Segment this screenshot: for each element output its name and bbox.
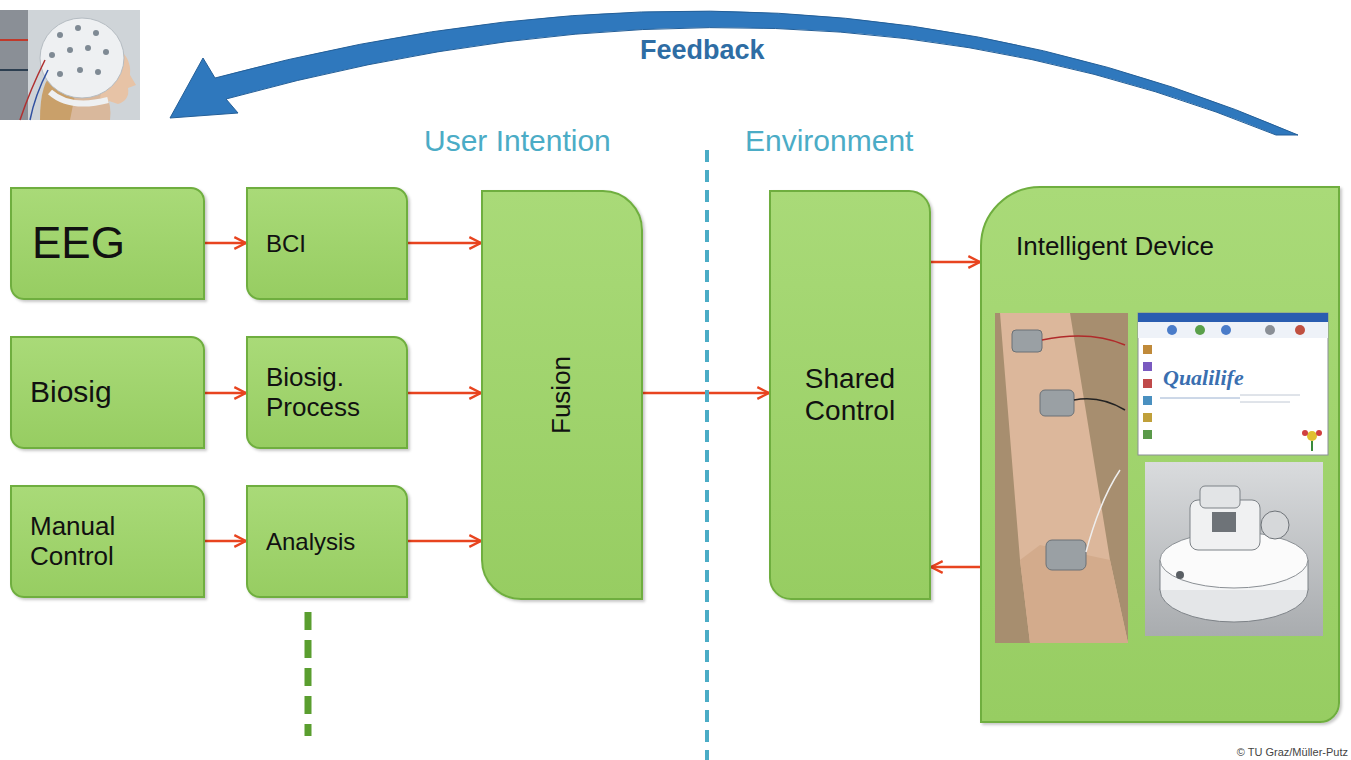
divider-line <box>705 150 709 760</box>
arm <box>1000 313 1128 643</box>
robot-module <box>1200 486 1240 508</box>
feedback-label: Feedback <box>640 35 765 66</box>
user-photo <box>0 10 140 120</box>
side-icons <box>1143 345 1152 439</box>
region-label: Environment <box>745 124 913 159</box>
continuation-dashes <box>305 612 312 736</box>
input-box: Biosig <box>10 336 205 449</box>
input-box: EEG <box>10 187 205 300</box>
feedback-arrow <box>170 11 1298 135</box>
arrow-connector <box>205 540 246 543</box>
wire <box>1074 399 1125 410</box>
arrow-connector <box>931 566 980 569</box>
robot-wheel <box>1261 511 1289 539</box>
arrow-connector <box>408 540 481 543</box>
robot-light <box>1176 571 1184 579</box>
arm-photo <box>995 313 1128 643</box>
copyright-note: © TU Graz/Müller-Putz <box>1237 746 1348 759</box>
input-box: Manual Control <box>10 485 205 598</box>
photo-background <box>995 313 1128 643</box>
software-screenshot <box>1138 313 1328 455</box>
logo-text: Qualilife <box>1163 365 1244 390</box>
arrow-connector <box>931 261 980 264</box>
process-box: Analysis <box>246 485 408 598</box>
wire <box>30 70 48 120</box>
control-box: Shared Control <box>769 190 931 600</box>
wire <box>1042 336 1125 345</box>
text-line <box>1240 402 1290 403</box>
arrow-connector <box>205 392 246 395</box>
fusion-box: Fusion <box>481 190 643 600</box>
process-box: Biosig. Process <box>246 336 408 449</box>
box-label: Analysis <box>266 528 355 556</box>
box-label: Biosig <box>30 375 112 410</box>
robot-photo <box>1145 462 1323 636</box>
photo-background <box>1145 462 1323 636</box>
electrode <box>1012 330 1042 352</box>
arrow-connector <box>408 242 481 245</box>
window <box>1138 313 1328 455</box>
photo-background <box>0 10 140 120</box>
title-bar <box>1138 313 1328 322</box>
arrow-connector <box>205 242 246 245</box>
box-label: Shared Control <box>805 363 895 427</box>
electrode <box>1046 540 1086 570</box>
cap-strap <box>50 92 108 104</box>
box-label: Fusion <box>547 356 577 434</box>
robot-sensor <box>1212 512 1236 532</box>
photo-shelf <box>0 10 28 120</box>
box-label: EEG <box>32 218 125 269</box>
box-label: Biosig. Process <box>266 363 360 423</box>
process-box: BCI <box>246 187 408 300</box>
electrodes <box>49 25 109 77</box>
photo-detail <box>0 39 28 41</box>
toolbar-icons <box>1167 325 1305 335</box>
electrode <box>1040 390 1074 416</box>
logo-line <box>1160 398 1240 399</box>
flower-icon <box>1302 430 1322 451</box>
panel-heading: Intelligent Device <box>1016 232 1214 262</box>
box-label: BCI <box>266 230 306 258</box>
arrow-connector <box>408 392 481 395</box>
photo-detail <box>0 69 28 71</box>
eeg-cap <box>40 18 124 98</box>
region-label: User Intention <box>424 124 611 159</box>
box-label: Manual Control <box>30 512 115 572</box>
wire <box>1086 470 1120 552</box>
toolbar <box>1138 322 1328 338</box>
text-line <box>1240 395 1300 396</box>
